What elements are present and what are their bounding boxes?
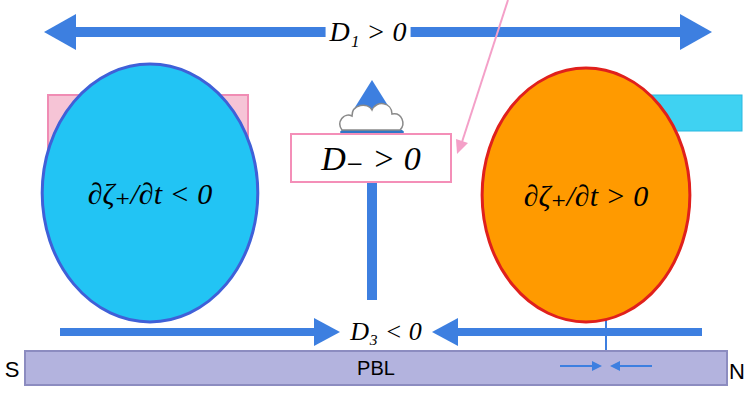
node-text: ∂ζ₊/∂t < 0 — [88, 176, 213, 211]
direction-label: S — [5, 358, 20, 382]
convergence-arrow — [60, 328, 318, 336]
arrow-head — [432, 318, 458, 346]
node-text: ∂ζ₊/∂t > 0 — [524, 178, 649, 213]
arrow-head — [314, 318, 340, 346]
convergence-arrow — [456, 328, 702, 336]
arrow-head — [680, 14, 712, 50]
node-text: D₋ > 0 — [321, 138, 420, 178]
ellipse-shape — [482, 68, 690, 322]
divergence-label: D₁ > 0 — [326, 17, 411, 48]
vorticity-region: ∂ζ₊/∂t < 0 — [40, 62, 260, 324]
ellipse-shape — [42, 64, 258, 322]
direction-label: N — [729, 360, 745, 384]
arrow-head — [44, 14, 76, 50]
divergence-label: D₃ < 0 — [346, 318, 425, 347]
node-text: PBL — [357, 357, 395, 380]
vorticity-region: ∂ζ₊/∂t > 0 — [480, 66, 692, 324]
boundary-layer-band: PBL — [24, 350, 728, 386]
arrow-head — [456, 139, 468, 154]
divergence-box: D₋ > 0 — [290, 133, 452, 183]
